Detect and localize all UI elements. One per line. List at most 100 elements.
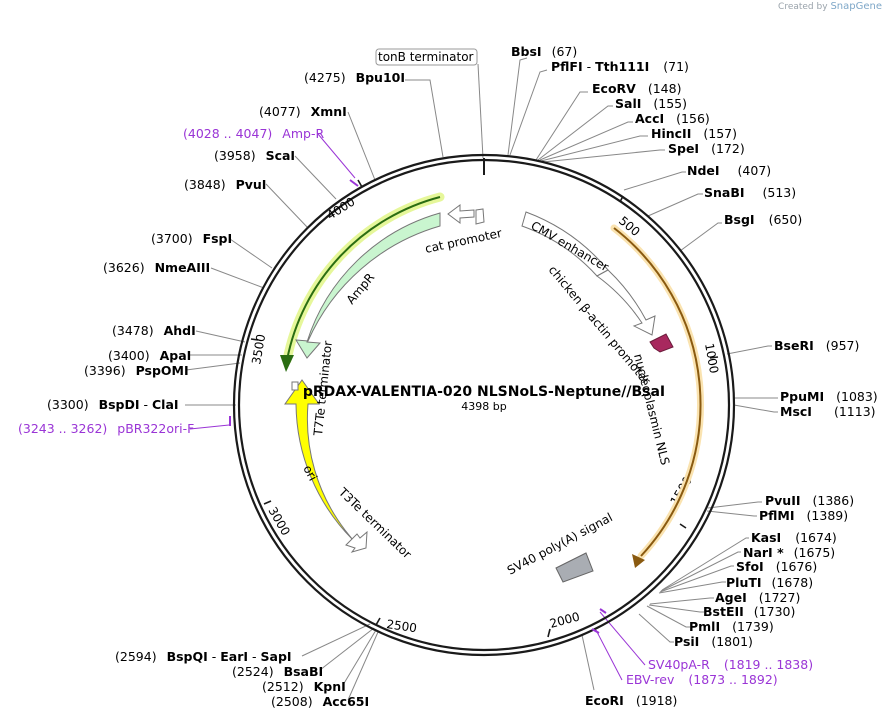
svg-text:(4077)XmnI: (4077)XmnI <box>259 104 347 119</box>
site-name: AhdI <box>164 323 196 338</box>
svg-text:SalI(155): SalI(155) <box>615 96 687 111</box>
plasmid-size: 4398 bp <box>461 400 506 413</box>
svg-text:(3243 .. 3262)pBR322ori-F: (3243 .. 3262)pBR322ori-F <box>18 421 194 436</box>
tick-label: 1000 <box>702 342 721 375</box>
site-name: PsiI <box>674 634 699 649</box>
svg-text:PpuMI(1083): PpuMI (1083) <box>780 389 878 404</box>
svg-text:BbsI(67): BbsI(67) <box>511 44 577 59</box>
site-pos: (3848) <box>184 177 226 192</box>
site-pos: (1676) <box>776 559 818 574</box>
site-name: PvuI <box>236 177 267 192</box>
site-name: SpeI <box>668 141 699 156</box>
tick-label: 2500 <box>386 617 418 635</box>
site-pos: (1389) <box>807 508 849 523</box>
svg-text:PmlI(1739): PmlI(1739) <box>689 619 774 634</box>
site-name: NarI * <box>743 545 784 560</box>
site-name: BsaBI <box>284 664 324 679</box>
site-name: NmeAIII <box>155 260 211 275</box>
svg-text:(2594)BspQI - EarI - SapI: (2594)BspQI - EarI - SapI <box>115 649 292 664</box>
svg-text:EcoRI(1918): EcoRI (1918) <box>585 693 677 708</box>
orange-feature[interactable] <box>610 224 704 568</box>
site-pos: (1674) <box>795 530 837 545</box>
site-pos: (1739) <box>732 619 774 634</box>
site-pos: (1386) <box>813 493 855 508</box>
site-pos: (1083) <box>836 389 878 404</box>
site-name: EcoRI <box>585 693 624 708</box>
ori-label: ori <box>300 463 320 483</box>
chicken-actin-feature[interactable] <box>596 269 656 336</box>
site-name: EcoRV <box>592 81 636 96</box>
primer-range: (3243 .. 3262) <box>18 421 107 436</box>
svg-text:BstEII(1730): BstEII (1730) <box>703 604 795 619</box>
site-pos: (71) <box>663 59 689 74</box>
primer-range: (1873 .. 1892) <box>688 672 777 687</box>
site-pos: (513) <box>763 185 797 200</box>
svg-text:(3848)PvuI: (3848) PvuI <box>184 177 266 192</box>
svg-text:(3396)PspOMI: (3396)PspOMI <box>84 363 189 378</box>
site-name: BstEII <box>703 604 744 619</box>
site-name: SnaBI <box>704 185 745 200</box>
primer-labels: (4028 .. 4047)Amp-R (3243 .. 3262)pBR322… <box>18 126 813 687</box>
cat-promoter-arrow <box>447 204 485 225</box>
site-name: BseRI <box>774 338 814 353</box>
svg-text:(3300)BspDI - ClaI: (3300)BspDI - ClaI <box>47 397 179 412</box>
ampr-feature[interactable] <box>280 192 445 372</box>
tick-label: 3500 <box>249 333 268 366</box>
site-name: PflMI <box>759 508 795 523</box>
site-name: PluTI <box>726 575 762 590</box>
site-pos: (1730) <box>754 604 796 619</box>
svg-text:EcoRV(148): EcoRV (148) <box>592 81 681 96</box>
site-pos: (67) <box>552 44 578 59</box>
nucleoplasmin-label: nucleoplasmin NLS <box>631 352 672 466</box>
ori-feature[interactable] <box>284 379 354 541</box>
site-pos: (157) <box>703 126 737 141</box>
svg-text:SnaBI(513): SnaBI (513) <box>704 185 796 200</box>
site-name: NdeI <box>687 163 720 178</box>
site-name: ScaI <box>266 148 296 163</box>
backbone <box>232 153 736 657</box>
tick-label: 2000 <box>548 609 581 630</box>
site-name: Bpu10I <box>356 70 405 85</box>
site-name: Tth111I <box>595 59 649 74</box>
site-name: SapI <box>261 649 292 664</box>
svg-text:(3400)ApaI: (3400)ApaI <box>108 348 191 363</box>
svg-text:PflFI - Tth111I(71): PflFI - Tth111I(71) <box>551 59 689 74</box>
site-name: BspDI <box>99 397 140 412</box>
svg-text:MscI(1113): MscI(1113) <box>780 404 876 419</box>
site-pos: (155) <box>653 96 687 111</box>
site-name: BsgI <box>724 212 755 227</box>
site-pos: (2512) <box>262 679 304 694</box>
svg-text:(4275)Bpu10I: (4275)Bpu10I <box>304 70 405 85</box>
tick-label: 4000 <box>324 194 357 222</box>
svg-text:PluTI(1678): PluTI (1678) <box>726 575 813 590</box>
site-pos: (4077) <box>259 104 301 119</box>
site-pos: (148) <box>648 81 682 96</box>
site-pos: (1918) <box>636 693 678 708</box>
svg-text:BseRI(957): BseRI(957) <box>774 338 859 353</box>
svg-text:PvuII(1386): PvuII(1386) <box>765 493 854 508</box>
sv40-polya-feature[interactable] <box>555 552 594 583</box>
primer-name: SV40pA-R <box>648 657 710 672</box>
site-name: Acc65I <box>323 694 370 709</box>
primer-marks <box>229 179 607 634</box>
site-pos: (2524) <box>232 664 274 679</box>
svg-text:PsiI(1801): PsiI(1801) <box>674 634 753 649</box>
svg-text:AccI(156): AccI(156) <box>635 111 710 126</box>
svg-text:EBV-rev(1873 .. 1892): EBV-rev(1873 .. 1892) <box>626 672 778 687</box>
site-name: SfoI <box>736 559 764 574</box>
site-name: FspI <box>203 231 233 246</box>
site-pos: (3300) <box>47 397 89 412</box>
nls-feature[interactable] <box>649 333 674 353</box>
site-name: PflFI <box>551 59 583 74</box>
svg-text:NdeI(407): NdeI(407) <box>687 163 771 178</box>
site-pos: (1113) <box>834 404 876 419</box>
created-by-text: Created by <box>778 2 828 12</box>
site-pos: (3478) <box>112 323 154 338</box>
svg-text:(3700)FspI: (3700)FspI <box>151 231 232 246</box>
svg-text:SpeI(172): SpeI(172) <box>668 141 745 156</box>
site-name: PpuMI <box>780 389 824 404</box>
site-name: HincII <box>651 126 691 141</box>
site-pos: (1678) <box>772 575 814 590</box>
site-pos: (3626) <box>103 260 145 275</box>
